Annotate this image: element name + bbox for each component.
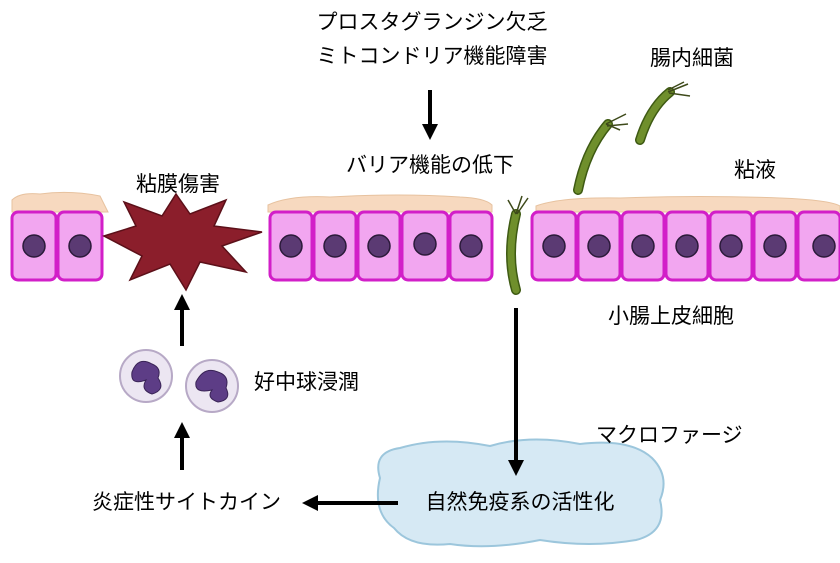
cytokines-label: 炎症性サイトカイン bbox=[92, 490, 281, 514]
epithelial-cells-label: 小腸上皮細胞 bbox=[608, 304, 734, 328]
epithelial-cell bbox=[530, 210, 578, 282]
epithelial-cell bbox=[400, 210, 450, 282]
epithelial-cell bbox=[268, 210, 314, 282]
neutrophil-icon bbox=[185, 359, 239, 413]
gut-bacteria-label: 腸内細菌 bbox=[650, 46, 734, 70]
epithelial-cell bbox=[56, 210, 104, 282]
epithelial-cell bbox=[664, 210, 710, 282]
mucosal-damage-label: 粘膜傷害 bbox=[136, 172, 220, 196]
epithelial-cell bbox=[796, 210, 840, 282]
epithelial-cell bbox=[620, 210, 666, 282]
prostaglandin-label: プロスタグランジン欠乏 bbox=[316, 10, 548, 34]
macrophage-shape bbox=[376, 438, 665, 548]
bacterium-icon bbox=[506, 195, 529, 295]
mucus-layer bbox=[11, 191, 840, 213]
bacterium-icon bbox=[635, 81, 691, 145]
epithelial-cell bbox=[752, 210, 798, 282]
innate-immunity-label: 自然免疫系の活性化 bbox=[425, 490, 615, 514]
damage-burst-icon bbox=[102, 192, 263, 292]
epithelial-cells bbox=[10, 210, 840, 282]
epithelial-cell bbox=[356, 210, 402, 282]
bacterium-icon bbox=[573, 113, 629, 195]
epithelial-cell bbox=[312, 210, 358, 282]
mitochondria-label: ミトコンドリア機能障害 bbox=[316, 44, 548, 68]
mucus-label: 粘液 bbox=[734, 158, 776, 182]
neutrophil-label: 好中球浸潤 bbox=[254, 370, 359, 394]
epithelial-cell bbox=[10, 210, 58, 282]
macrophage-label: マクロファージ bbox=[596, 423, 743, 447]
neutrophil-icon bbox=[119, 349, 173, 403]
epithelial-cell bbox=[708, 210, 754, 282]
epithelial-cell bbox=[576, 210, 622, 282]
epithelial-cell bbox=[448, 210, 494, 282]
barrier-decline-label: バリア機能の低下 bbox=[346, 153, 514, 177]
